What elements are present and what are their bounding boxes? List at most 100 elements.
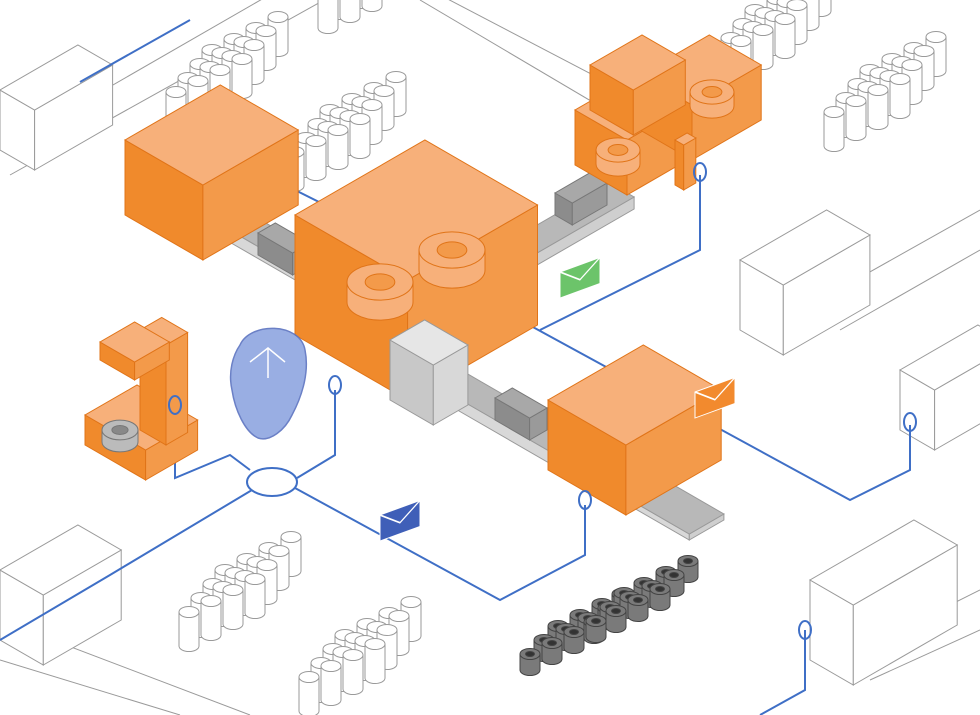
paper-roll-top <box>243 39 265 51</box>
dark-cylinder-hole <box>683 558 693 564</box>
envelope-green-icon-body <box>559 256 601 299</box>
network-hub-ring <box>246 467 298 497</box>
paper-roll-side <box>349 118 371 159</box>
envelope-blue-icon-flap <box>379 500 421 524</box>
paper-roll-top <box>752 24 774 36</box>
sensor-icon <box>798 620 812 640</box>
dark-cylinder-side <box>649 588 671 611</box>
control-cabinet <box>389 319 469 426</box>
messages-and-head <box>229 256 736 542</box>
outline-machine-top-left-top-face <box>0 44 114 111</box>
press-machine-chuck <box>101 419 139 453</box>
paper-roll-top <box>200 595 222 607</box>
outline-machine-far-right <box>899 324 980 451</box>
paper-roll-top <box>845 95 867 107</box>
outline-rail <box>839 249 980 331</box>
dark-cylinder-side <box>563 631 585 654</box>
paper-roll-top <box>280 531 302 543</box>
top-right-sensor-post-right-face <box>683 137 697 191</box>
paper-roll-side <box>200 600 222 641</box>
network-line <box>294 487 586 602</box>
central-machine-cylinder-hole <box>364 273 396 291</box>
paper-roll-side <box>178 611 200 652</box>
dark-cylinder-hole <box>525 651 535 657</box>
top-right-cylinder-hole <box>701 86 723 98</box>
paper-roll-side <box>823 111 845 152</box>
ai-head-shape <box>229 327 308 440</box>
paper-roll-top <box>165 86 187 98</box>
paper-roll <box>342 649 364 695</box>
press-machine-head-top-face <box>99 321 171 363</box>
dark-cylinder-hole <box>669 572 679 578</box>
outline-rail <box>869 629 980 681</box>
paper-roll-side <box>244 578 266 619</box>
dark-cylinder-hole <box>547 640 557 646</box>
left-tunnel-machine-top-face <box>124 84 300 186</box>
sensor-icon <box>693 162 707 182</box>
left-tunnel-machine <box>124 84 300 261</box>
paper-roll-side <box>342 654 364 695</box>
paper-roll-top <box>913 45 935 57</box>
network-line <box>759 630 806 715</box>
paper-roll-top <box>267 11 289 23</box>
paper-roll-top <box>376 624 398 636</box>
paper-roll <box>200 595 222 641</box>
paper-roll <box>889 73 911 119</box>
paper-roll <box>823 106 845 152</box>
paper-roll <box>305 135 327 181</box>
paper-roll-side <box>845 100 867 141</box>
paper-roll-side <box>320 665 342 706</box>
network-line <box>0 489 253 641</box>
outline-machine-bottom-right-top-face <box>809 519 959 606</box>
press-machine-head <box>99 321 171 381</box>
central-machine-cylinder <box>418 231 486 289</box>
dark-cylinder-hole <box>591 618 601 624</box>
dark-cylinder <box>649 583 671 611</box>
paper-roll-top <box>774 13 796 25</box>
outline-machine-right <box>739 209 871 356</box>
paper-roll-side <box>364 643 386 684</box>
paper-roll-top <box>889 73 911 85</box>
central-machine-top-face <box>293 139 539 281</box>
central-machine-cylinder-hole <box>436 241 468 259</box>
top-right-sensor-post <box>673 132 697 191</box>
conveyor-product-box-top-face <box>494 387 549 419</box>
top-right-cylinder-hole <box>607 144 629 156</box>
conveyor-product-box <box>554 172 609 226</box>
paper-roll-top <box>244 573 266 585</box>
dark-cylinder-side <box>541 642 563 665</box>
paper-roll <box>774 13 796 59</box>
paper-roll-top <box>349 113 371 125</box>
paper-roll-side <box>889 78 911 119</box>
dark-cylinder <box>563 626 585 654</box>
paper-roll-top <box>187 75 209 87</box>
outline-machine-bottom-right <box>809 519 959 686</box>
outline-machine-top-left <box>0 44 114 171</box>
paper-roll-top <box>222 584 244 596</box>
outline-rail <box>0 659 181 715</box>
paper-roll-top <box>361 99 383 111</box>
paper-roll-top <box>255 25 277 37</box>
outline-machine-bottom-left-top-face <box>0 524 123 596</box>
paper-roll-top <box>388 610 410 622</box>
top-right-machine-c-top-face <box>588 34 687 91</box>
press-machine-chuck-hole <box>111 425 129 435</box>
top-right-sensor-post-top-face <box>673 132 697 146</box>
paper-roll <box>752 24 774 70</box>
dark-cylinder <box>585 615 607 643</box>
envelope-orange-icon <box>694 376 736 419</box>
paper-roll-side <box>327 129 349 170</box>
paper-roll-top <box>231 53 253 65</box>
paper-roll-side <box>867 89 889 130</box>
central-machine-cylinder <box>346 263 414 321</box>
dark-cylinder-hole <box>611 608 621 614</box>
network-line <box>79 19 191 83</box>
outline-machine-right-top-face <box>739 209 871 286</box>
dark-cylinder-hole <box>633 597 643 603</box>
paper-roll-top <box>373 85 395 97</box>
dark-cylinder <box>627 594 649 622</box>
sensor-icon <box>578 490 592 510</box>
paper-roll <box>178 606 200 652</box>
sensor-icon <box>328 375 342 395</box>
